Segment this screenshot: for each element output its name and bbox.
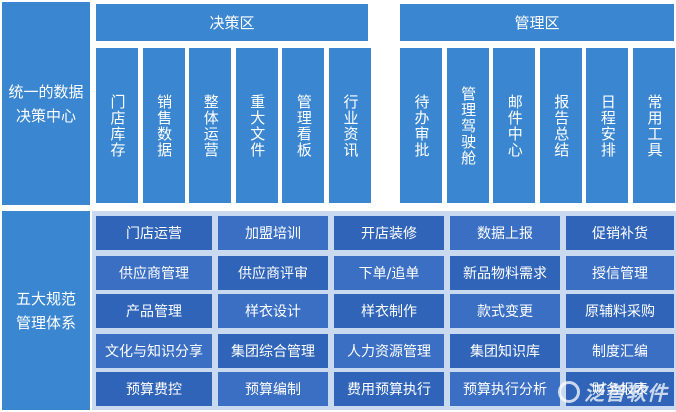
grid-cell: 样衣设计 (218, 294, 328, 328)
grid-cell: 文化与知识分享 (96, 334, 212, 368)
grid-cell: 供应商评审 (218, 256, 328, 290)
decision-column-4: 重大文件 (235, 48, 278, 203)
grid-cell: 款式变更 (450, 294, 560, 328)
management-column-label: 邮件中心 (505, 93, 524, 158)
grid-cell: 预算费控 (96, 372, 212, 406)
grid-cell: 供应商管理 (96, 256, 212, 290)
management-column-2: 管理驾驶舱 (446, 48, 489, 203)
decision-column-5: 管理看板 (282, 48, 325, 203)
grid-cell: 原辅料采购 (566, 294, 674, 328)
grid-cell: 制度汇编 (566, 334, 674, 368)
management-column-1: 待办审批 (400, 48, 442, 203)
grid-cell: 集团综合管理 (218, 334, 328, 368)
grid-cell: 样衣制作 (334, 294, 444, 328)
decision-column-3: 整体运营 (189, 48, 232, 203)
management-column-label: 报告总结 (552, 93, 571, 158)
grid-cell: 新品物料需求 (450, 256, 560, 290)
norm-system-line-2: 管理体系 (15, 313, 76, 332)
management-column-label: 常用工具 (645, 93, 664, 158)
decision-center-line-2: 决策中心 (15, 106, 76, 125)
decision-center-label: 统一的数据 决策中心 (2, 2, 90, 205)
grid-cell: 下单/追单 (334, 256, 444, 290)
grid-cell: 数据上报 (450, 216, 560, 250)
decision-column-label: 整体运营 (201, 93, 220, 158)
management-column-label: 管理驾驶舱 (459, 85, 478, 166)
management-column-3: 邮件中心 (493, 48, 536, 203)
management-column-4: 报告总结 (539, 48, 582, 203)
norm-system-label: 五大规范 管理体系 (2, 211, 90, 410)
decision-column-2: 销售数据 (142, 48, 185, 203)
grid-cell: 开店装修 (334, 216, 444, 250)
grid-cell: 财务报表 (566, 372, 674, 406)
decision-column-label: 重大文件 (248, 93, 267, 158)
management-column-label: 日程安排 (598, 93, 617, 158)
grid-cell: 人力资源管理 (334, 334, 444, 368)
norm-system-line-1: 五大规范 (15, 289, 76, 308)
grid-cell: 促销补货 (566, 216, 674, 250)
decision-zone-title: 决策区 (96, 4, 368, 41)
grid-cell: 门店运营 (96, 216, 212, 250)
management-column-label: 待办审批 (412, 93, 431, 158)
decision-center-line-1: 统一的数据 (8, 82, 84, 101)
decision-column-label: 管理看板 (294, 93, 313, 158)
decision-column-1: 门店库存 (96, 48, 138, 203)
decision-column-6: 行业资讯 (329, 48, 371, 203)
grid-cell: 集团知识库 (450, 334, 560, 368)
decision-column-label: 行业资讯 (341, 93, 360, 158)
management-column-6: 常用工具 (633, 48, 675, 203)
grid-cell: 加盟培训 (218, 216, 328, 250)
grid-cell: 费用预算执行 (334, 372, 444, 406)
decision-column-label: 销售数据 (155, 93, 174, 158)
management-zone-title: 管理区 (400, 4, 674, 41)
grid-cell: 授信管理 (566, 256, 674, 290)
management-column-5: 日程安排 (586, 48, 629, 203)
grid-cell: 产品管理 (96, 294, 212, 328)
grid-cell: 预算编制 (218, 372, 328, 406)
grid-cell: 预算执行分析 (450, 372, 560, 406)
decision-column-label: 门店库存 (108, 93, 127, 158)
